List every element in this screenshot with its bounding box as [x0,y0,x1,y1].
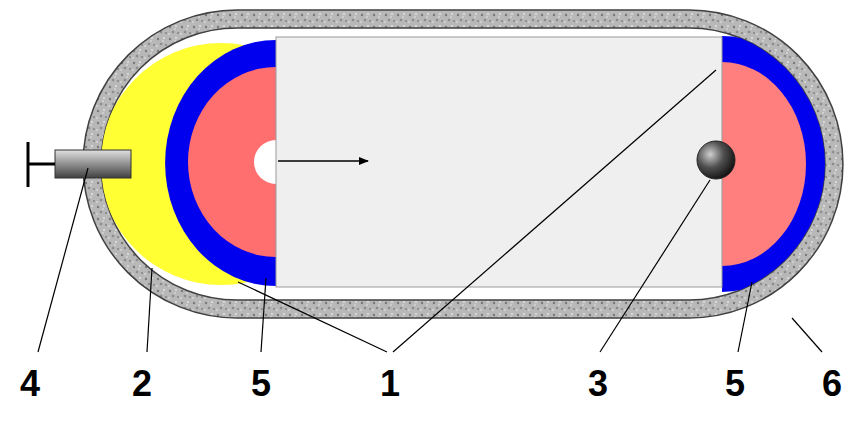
flow-arrow [278,160,368,162]
callout-number: 4 [20,366,40,402]
right-blue-ring [722,36,830,292]
leader-line [238,282,387,352]
callout-number: 5 [725,366,745,402]
callout-number: 5 [251,366,271,402]
rod-handle [27,142,30,187]
cylinder-body [276,37,722,287]
leader-line [147,268,152,352]
callout-number: 1 [380,366,400,402]
rod [55,150,131,178]
ball [697,141,735,179]
leader-line [38,168,88,352]
callout-number: 2 [132,366,152,402]
leader-line [393,70,716,352]
left-blue-ring [165,40,276,286]
housing-wall [83,10,843,318]
leader-line [600,180,710,352]
rod-stem [28,163,55,166]
callout-number: 3 [588,366,608,402]
callout-number: 6 [822,366,842,402]
left-red-disc [188,67,276,257]
leader-line [792,318,822,352]
leader-line [261,278,266,352]
leader-line [738,282,752,352]
inlet-hole [254,140,276,184]
